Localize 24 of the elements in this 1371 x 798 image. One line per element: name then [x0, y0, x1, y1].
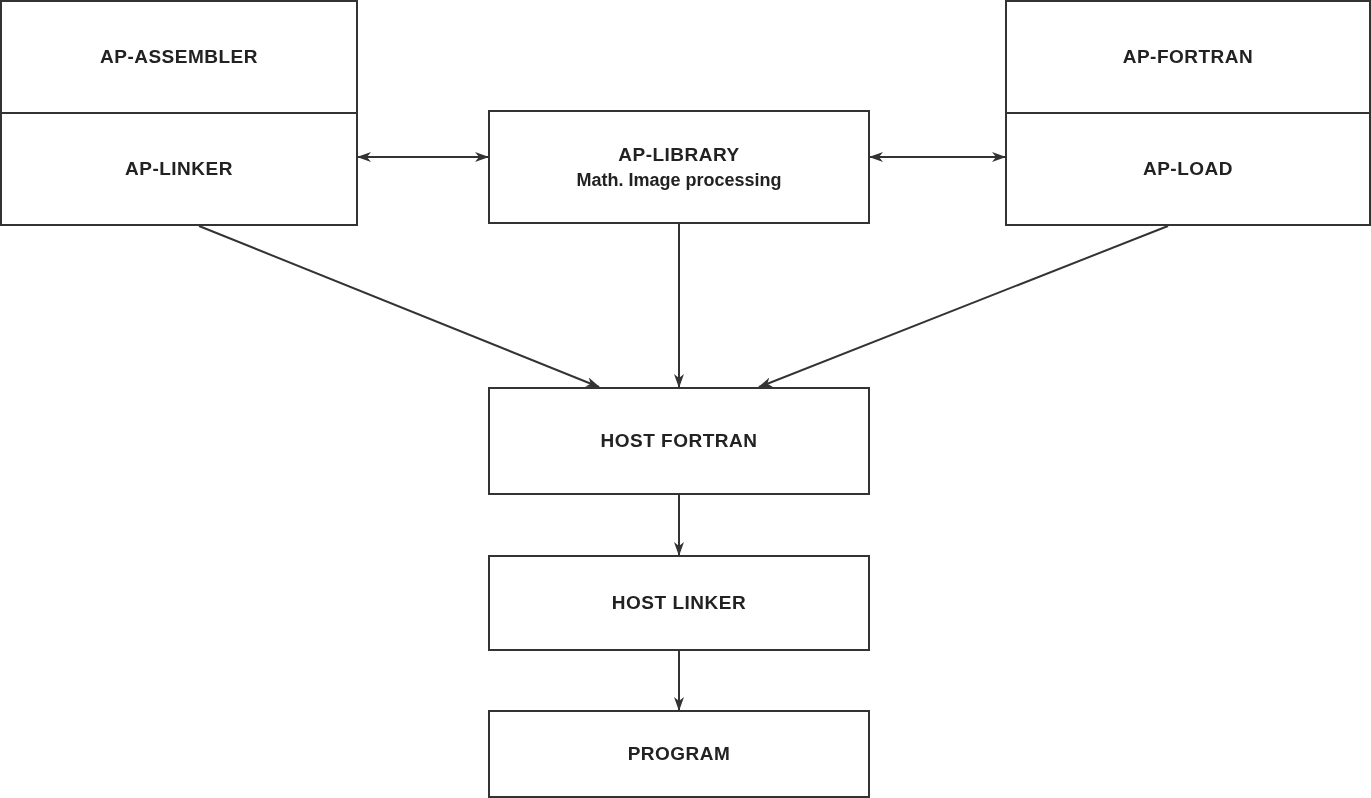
box-subtitle: Math. Image processing — [576, 169, 782, 191]
arrow — [674, 223, 684, 388]
arrow — [357, 152, 489, 162]
arrow — [198, 225, 600, 388]
process-box — [488, 710, 870, 798]
box-title: AP-ASSEMBLER — [100, 46, 258, 68]
box-title: AP-FORTRAN — [1122, 46, 1254, 68]
arrow — [674, 650, 684, 711]
box-title: AP-LIBRARY — [618, 143, 740, 166]
process-box — [488, 555, 870, 651]
box-title: AP-LINKER — [125, 158, 233, 180]
process-box — [1005, 112, 1371, 226]
arrow — [758, 225, 1169, 388]
box-title: AP-LOAD — [1142, 158, 1234, 180]
process-box — [0, 112, 358, 226]
process-box — [1005, 0, 1371, 114]
process-box — [0, 0, 358, 114]
arrow — [869, 152, 1006, 162]
box-title: PROGRAM — [627, 743, 731, 765]
box-title: HOST FORTRAN — [600, 430, 758, 452]
process-box — [488, 387, 870, 495]
box-title: HOST LINKER — [611, 592, 747, 614]
process-box — [488, 110, 870, 224]
arrow — [674, 494, 684, 556]
